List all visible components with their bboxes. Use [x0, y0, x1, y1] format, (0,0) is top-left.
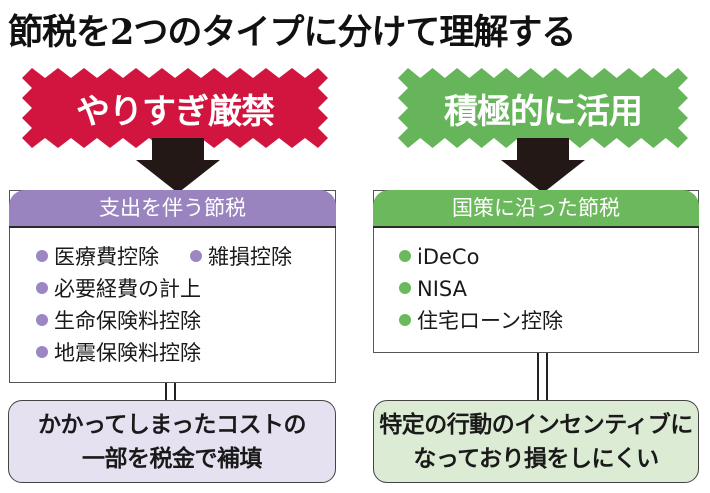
- right-panel-header: 国策に沿った節税: [373, 190, 699, 228]
- left-result-line2: 一部を税金で補填: [82, 445, 263, 472]
- bullet-dot-icon: [36, 314, 48, 326]
- bullet-dot-icon: [399, 314, 411, 326]
- bullet-dot-icon: [399, 282, 411, 294]
- right-connector-line: [537, 353, 539, 401]
- diagram-title: 節税を2つのタイプに分けて理解する: [8, 12, 576, 53]
- right-result-line2: なっており損をしにくい: [413, 445, 659, 472]
- left-burst-label: やりすぎ厳禁: [76, 92, 275, 132]
- list-item: 医療費控除: [36, 243, 159, 271]
- right-result-box: 特定の行動のインセンティブに なっており損をしにくい: [373, 400, 699, 483]
- left-connector-line: [174, 383, 176, 401]
- list-item: 生命保険料控除: [36, 307, 201, 335]
- bullet-dot-icon: [36, 250, 48, 262]
- right-down-arrow-icon: [501, 138, 585, 193]
- left-result-line1: かかってしまったコストの: [38, 411, 306, 438]
- list-item: 必要経費の計上: [36, 275, 201, 303]
- left-result-box: かかってしまったコストの 一部を税金で補填: [8, 400, 336, 483]
- right-burst-label: 積極的に活用: [444, 92, 643, 132]
- right-burst-shape: [398, 68, 688, 148]
- bullet-dot-icon: [190, 250, 202, 262]
- right-burst-badge: [398, 68, 688, 148]
- bullet-dot-icon: [36, 346, 48, 358]
- list-item: 地震保険料控除: [36, 339, 201, 367]
- right-result-line1: 特定の行動のインセンティブに: [379, 411, 693, 438]
- list-item: 住宅ローン控除: [399, 307, 563, 335]
- left-burst-badge: [22, 68, 328, 148]
- left-panel-header: 支出を伴う節税: [9, 190, 336, 228]
- bullet-dot-icon: [36, 282, 48, 294]
- right-connector-line: [546, 353, 548, 401]
- list-item: NISA: [399, 275, 467, 303]
- bullet-dot-icon: [399, 250, 411, 262]
- left-down-arrow-icon: [136, 138, 220, 193]
- left-burst-shape: [22, 68, 328, 148]
- list-item: 雑損控除: [190, 243, 292, 271]
- left-connector-line: [165, 383, 167, 401]
- list-item: iDeCo: [399, 243, 479, 271]
